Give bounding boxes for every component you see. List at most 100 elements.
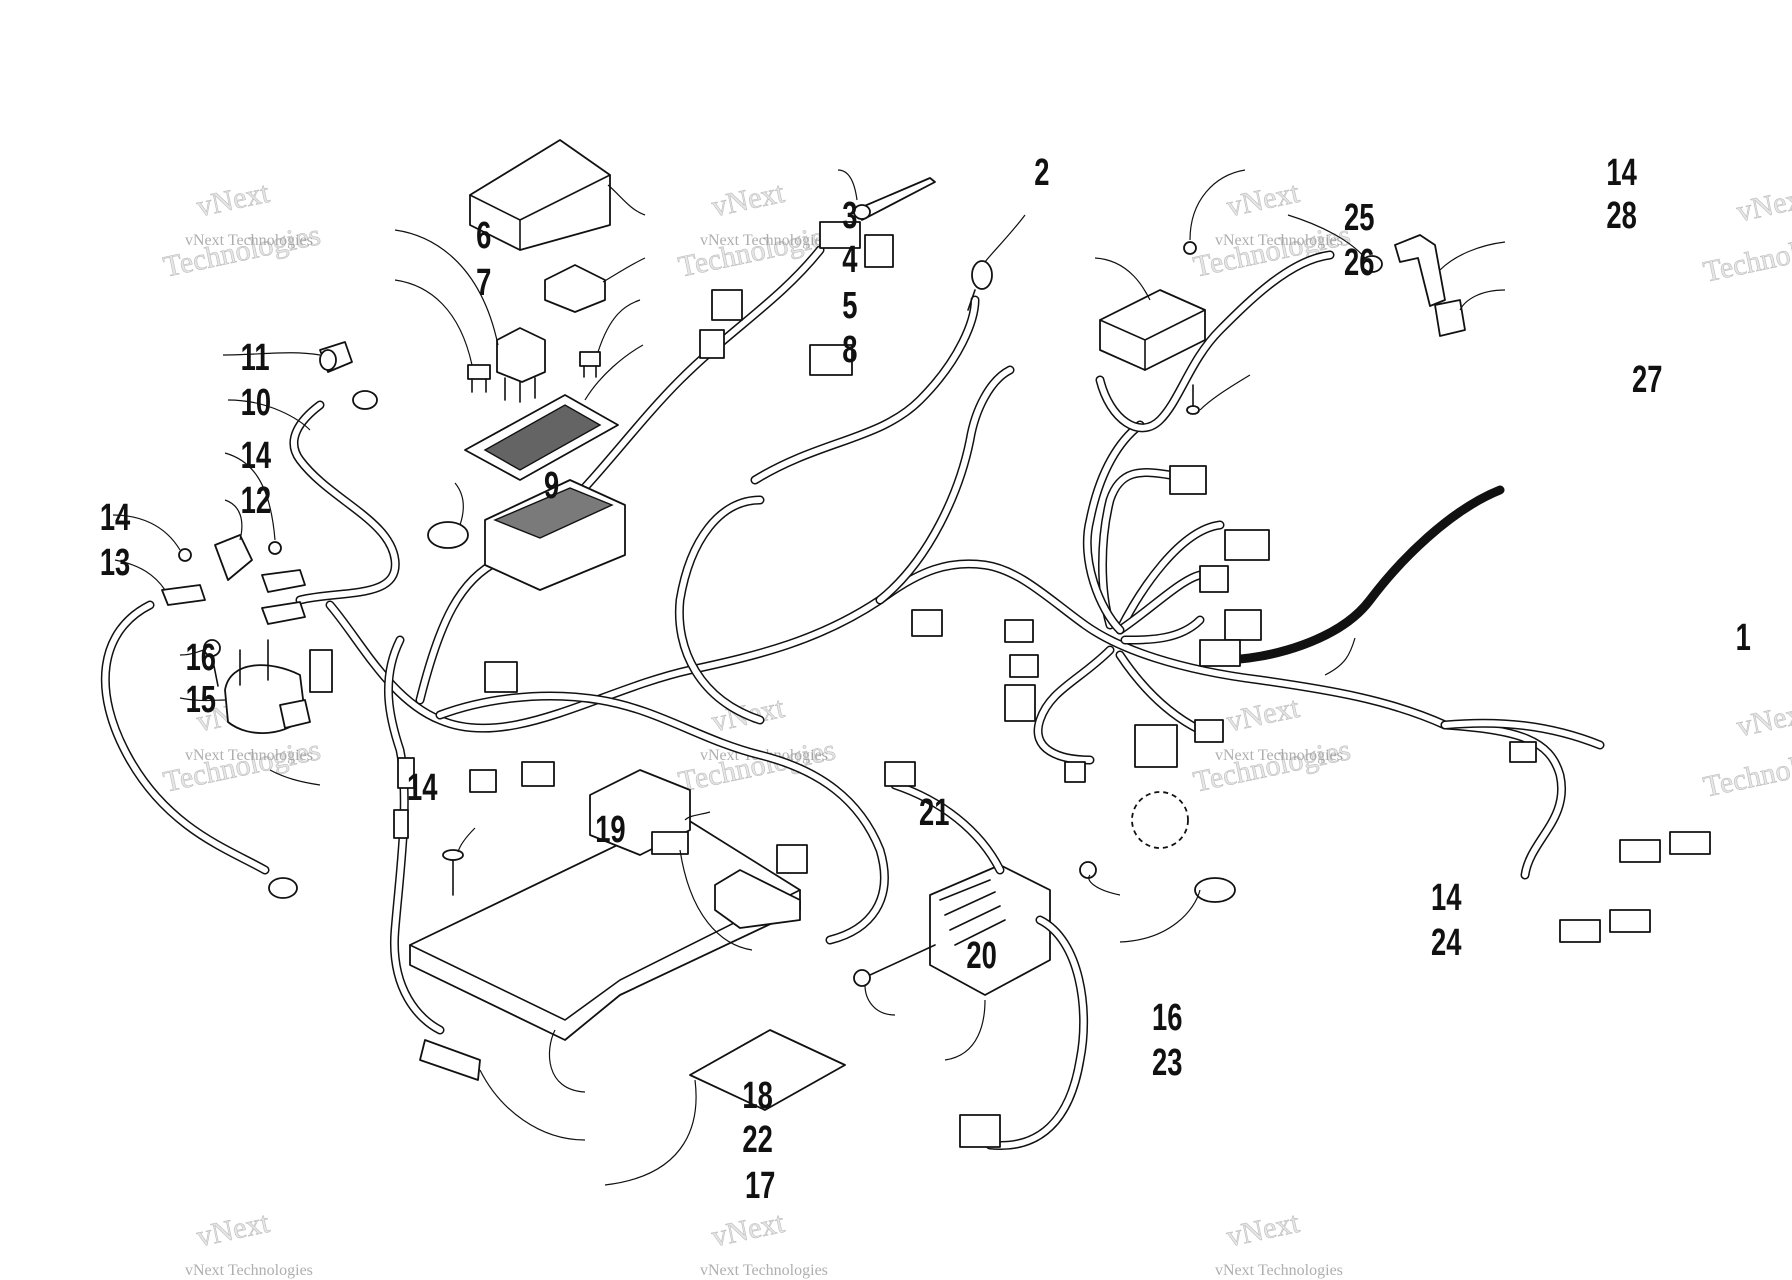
watermark: vNext Technologies	[675, 176, 839, 284]
callout-19: 19	[595, 809, 625, 851]
callout-14-e: 14	[1431, 877, 1462, 919]
callout-20: 20	[966, 935, 996, 977]
watermark-line2: Technologies	[1701, 738, 1792, 803]
regulator-connector-icon	[959, 1114, 1001, 1148]
push-rivet-icon	[442, 849, 464, 896]
watermark-subtitle: vNext Technologies	[1215, 747, 1343, 764]
battery-lug-icon	[161, 569, 306, 625]
watermark-title: vNext	[194, 1206, 273, 1254]
screw-icon	[1186, 384, 1200, 415]
regulator-input-connector-icon	[884, 761, 916, 787]
terminal-connector-icon	[853, 177, 936, 221]
spark-plug-cap-icon	[1394, 234, 1446, 307]
callout-17: 17	[745, 1165, 775, 1207]
watermark-subtitle: vNext Technologies	[185, 1262, 313, 1279]
callout-14-a: 14	[100, 497, 131, 539]
callout-10: 10	[241, 382, 271, 424]
main-harness	[325, 245, 1605, 1035]
cable-ring-terminal-icon	[352, 390, 378, 410]
callout-9: 9	[544, 465, 559, 507]
watermark: vNext Technologies	[1190, 176, 1354, 284]
callout-15: 15	[186, 679, 216, 721]
callout-27: 27	[1632, 359, 1662, 401]
watermark-title: vNext	[1224, 1206, 1303, 1254]
watermark-line2: Technologies	[676, 733, 839, 798]
watermark-subtitle: vNext Technologies	[700, 1262, 828, 1279]
watermark: vNext Technologies	[1700, 181, 1792, 289]
watermark-title: vNext	[1734, 696, 1792, 744]
connector-cluster-icon	[699, 221, 894, 376]
watermark-title: vNext	[1734, 181, 1792, 229]
harness-connectors	[309, 465, 1711, 943]
callout-28: 28	[1606, 195, 1636, 237]
callout-2: 2	[1034, 152, 1049, 194]
callout-23: 23	[1152, 1042, 1182, 1084]
callout-6: 6	[476, 215, 491, 257]
callout-3: 3	[842, 195, 857, 237]
warning-label-icon	[689, 1029, 846, 1111]
callout-11: 11	[241, 337, 270, 379]
nut-icon	[178, 241, 1197, 879]
watermark-title: vNext	[1224, 691, 1303, 739]
terminal-boot-icon-2	[214, 534, 253, 581]
watermark-title: vNext	[709, 1206, 788, 1254]
callout-24: 24	[1431, 922, 1462, 964]
watermark-line2: Technologies	[161, 733, 324, 798]
retaining-clip-icon	[1194, 877, 1236, 903]
callout-14-b: 14	[241, 435, 272, 477]
callout-22: 22	[742, 1119, 772, 1161]
regulator-wires	[890, 780, 1089, 1151]
callout-5: 5	[842, 285, 857, 327]
fuse-small-icon-2	[579, 351, 601, 378]
leader-lines	[112, 169, 1506, 1186]
switch-icon	[1131, 791, 1189, 849]
fuse-small-icon	[467, 364, 491, 393]
tray-connector-icon	[714, 869, 801, 929]
starter-solenoid-icon	[224, 639, 311, 734]
bushing-icon	[1361, 255, 1383, 273]
watermark-subtitle: vNext Technologies	[700, 232, 828, 249]
watermark-line2: Technologies	[1701, 223, 1792, 288]
callout-7: 7	[476, 262, 491, 304]
watermark-subtitle: vNext Technologies	[1215, 1262, 1343, 1279]
watermark: vNext Technologies	[1700, 696, 1792, 804]
fuse-label-sheet-icon	[464, 394, 619, 481]
callout-14-c: 14	[407, 767, 438, 809]
callout-14-d: 14	[1606, 152, 1637, 194]
screw-icon-2	[203, 639, 936, 987]
ring-terminal-icon	[967, 260, 993, 311]
callout-13: 13	[100, 542, 130, 584]
watermark: vNext Technologies	[160, 176, 324, 284]
watermark-line2: Technologies	[161, 218, 324, 283]
retaining-ring-icon	[427, 521, 469, 549]
battery-tray-icon	[409, 814, 801, 1041]
watermark: vNext	[193, 1206, 273, 1254]
cap-icon	[1434, 299, 1466, 337]
bulb-socket-icon	[419, 1039, 481, 1081]
fuse-box-cover-icon	[469, 139, 611, 251]
callout-numbers: 1 2 3 4 5 6 7 8 9 10 11 12 13 14 14 14 1…	[100, 152, 1751, 1207]
fuse-block-icon	[484, 479, 626, 591]
callout-8: 8	[842, 329, 857, 371]
watermark: vNext	[1223, 1206, 1303, 1254]
watermark-title: vNext	[709, 176, 788, 224]
relay-module-icon	[589, 769, 691, 856]
watermark: vNext Technologies	[675, 691, 839, 799]
relay-icon	[496, 327, 546, 403]
callout-16-a: 16	[186, 637, 216, 679]
callout-25: 25	[1344, 197, 1374, 239]
callout-4: 4	[842, 239, 858, 281]
watermark-title: vNext	[194, 176, 273, 224]
callout-21: 21	[919, 792, 949, 834]
callout-26: 26	[1344, 242, 1374, 284]
watermark-subtitle: vNext Technologies	[185, 747, 313, 764]
terminal-boot-icon	[319, 341, 353, 373]
callout-1: 1	[1736, 617, 1751, 659]
callout-12: 12	[241, 480, 271, 522]
watermark-subtitle: vNext Technologies	[185, 232, 313, 249]
watermark: vNext	[708, 1206, 788, 1254]
watermark-line2: Technologies	[1191, 733, 1354, 798]
relay-cap-icon	[544, 264, 606, 313]
